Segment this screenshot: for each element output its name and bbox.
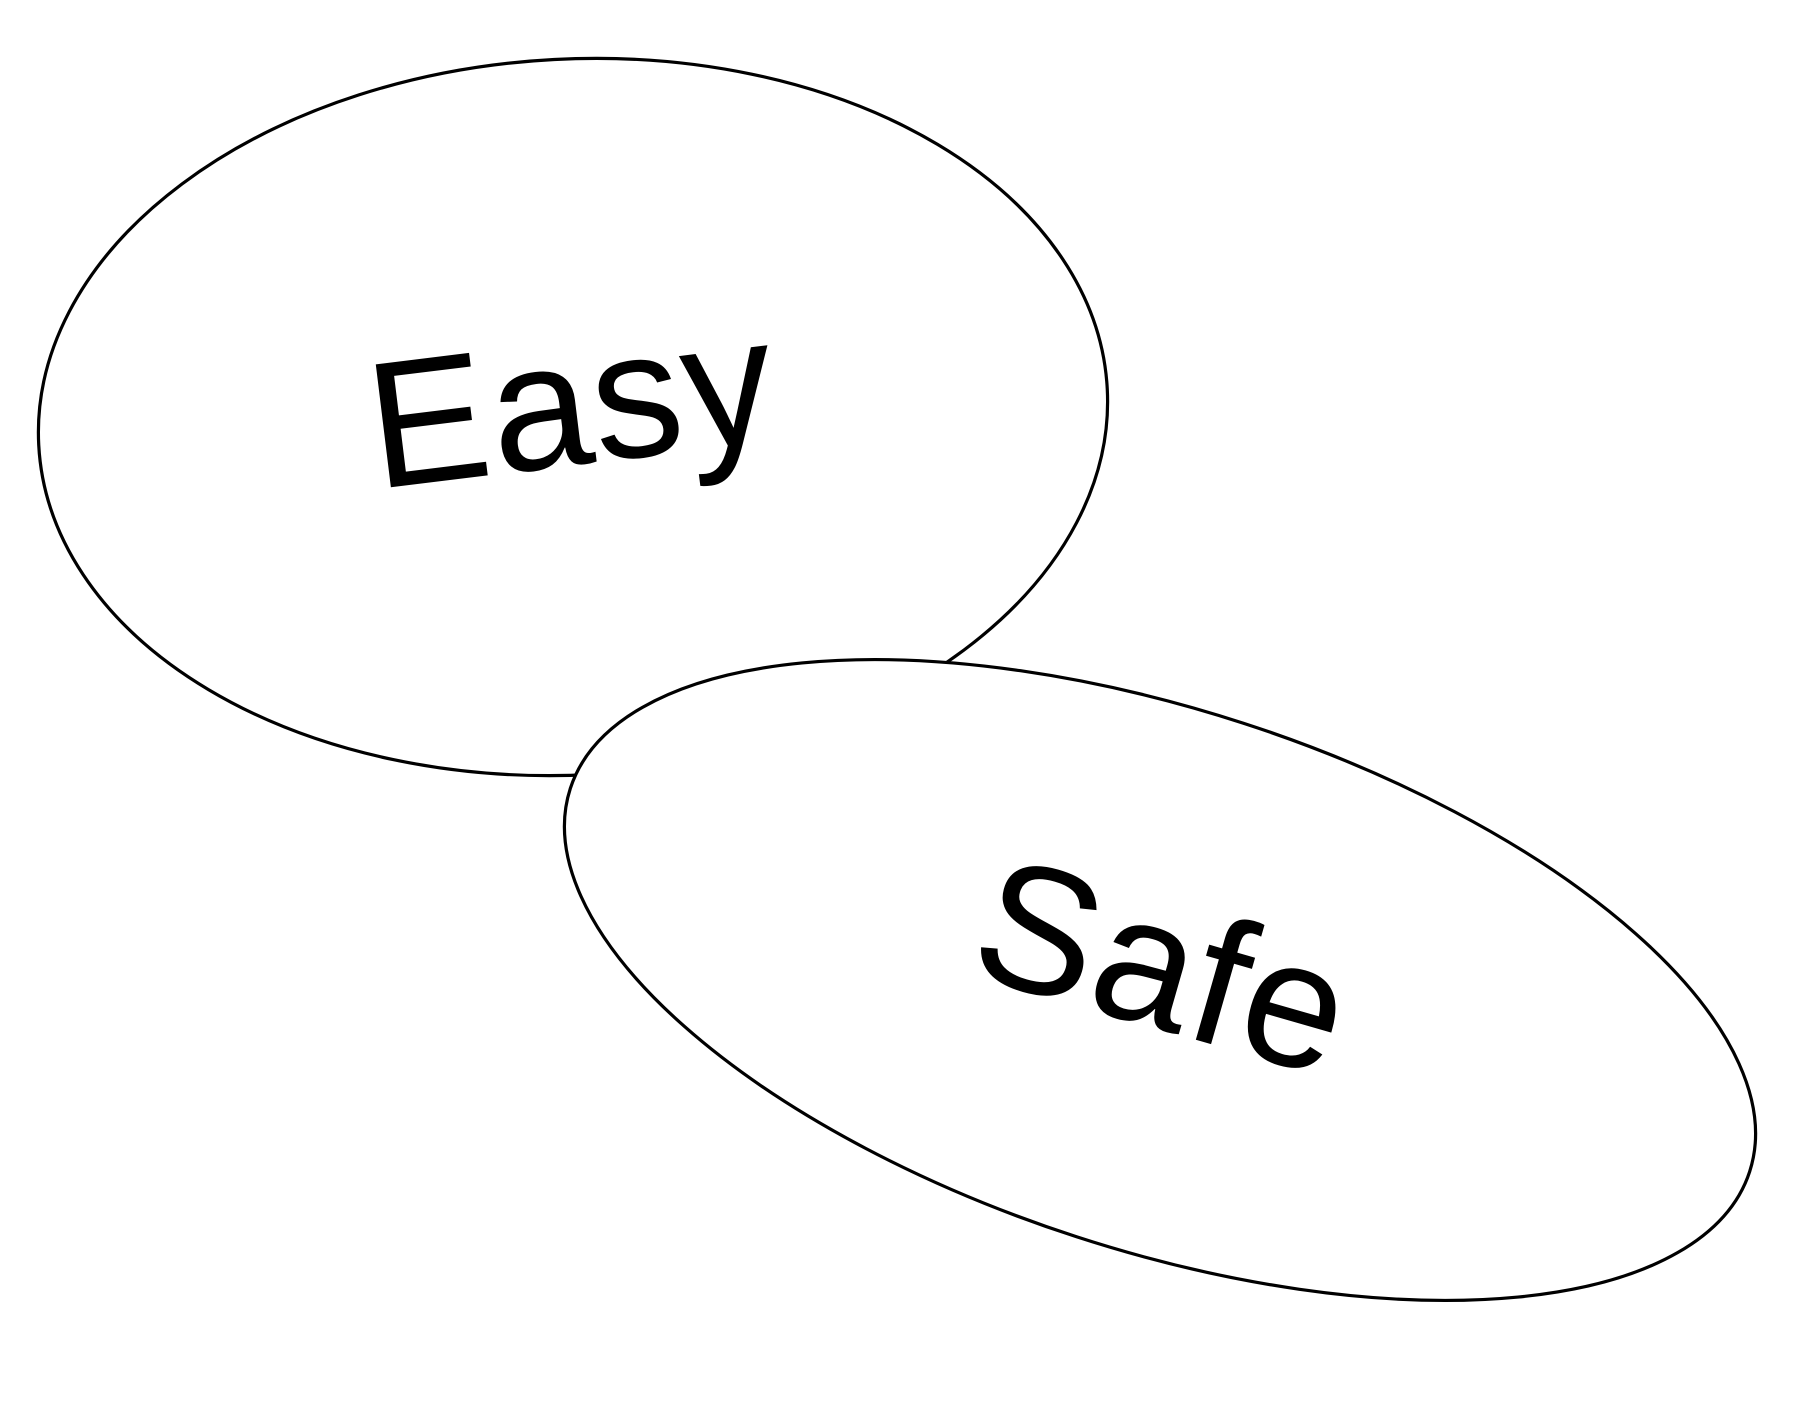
easy-label: Easy (356, 279, 786, 528)
safe-shape: Safe (562, 658, 1758, 1302)
easy-shape: Easy (36, 56, 1110, 778)
safe-ellipse (562, 658, 1758, 1302)
